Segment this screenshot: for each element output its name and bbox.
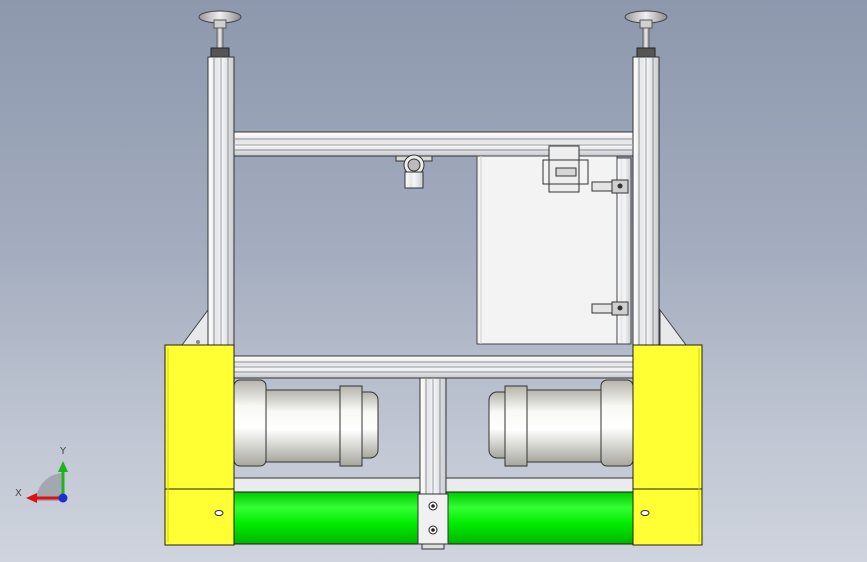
- drive-motor-right: [488, 379, 634, 467]
- drive-motor-left: [233, 379, 379, 467]
- y-axis-label: Y: [59, 446, 67, 457]
- leveling-foot-right: [624, 10, 668, 58]
- leveling-foot-left: [198, 10, 242, 58]
- orientation-triad[interactable]: Y X: [15, 446, 68, 503]
- corner-bracket-left: [181, 308, 209, 346]
- sensor-mount: [395, 154, 433, 189]
- center-clamp: [417, 493, 449, 550]
- crossbar-bottom: [233, 355, 634, 379]
- frame-post-right: [632, 56, 660, 348]
- end-block-right: [632, 344, 703, 546]
- end-block-left: [164, 344, 235, 546]
- control-box: [476, 145, 632, 345]
- center-post: [419, 377, 447, 495]
- corner-bracket-right: [659, 308, 687, 346]
- z-axis-dot: [58, 493, 68, 503]
- door-hinge-top: [591, 179, 629, 194]
- door-hinge-bottom: [591, 301, 629, 316]
- drive-roller-right: [445, 477, 634, 545]
- drive-roller-left: [233, 477, 421, 545]
- frame-post-left: [207, 56, 235, 348]
- x-axis-label: X: [15, 488, 22, 499]
